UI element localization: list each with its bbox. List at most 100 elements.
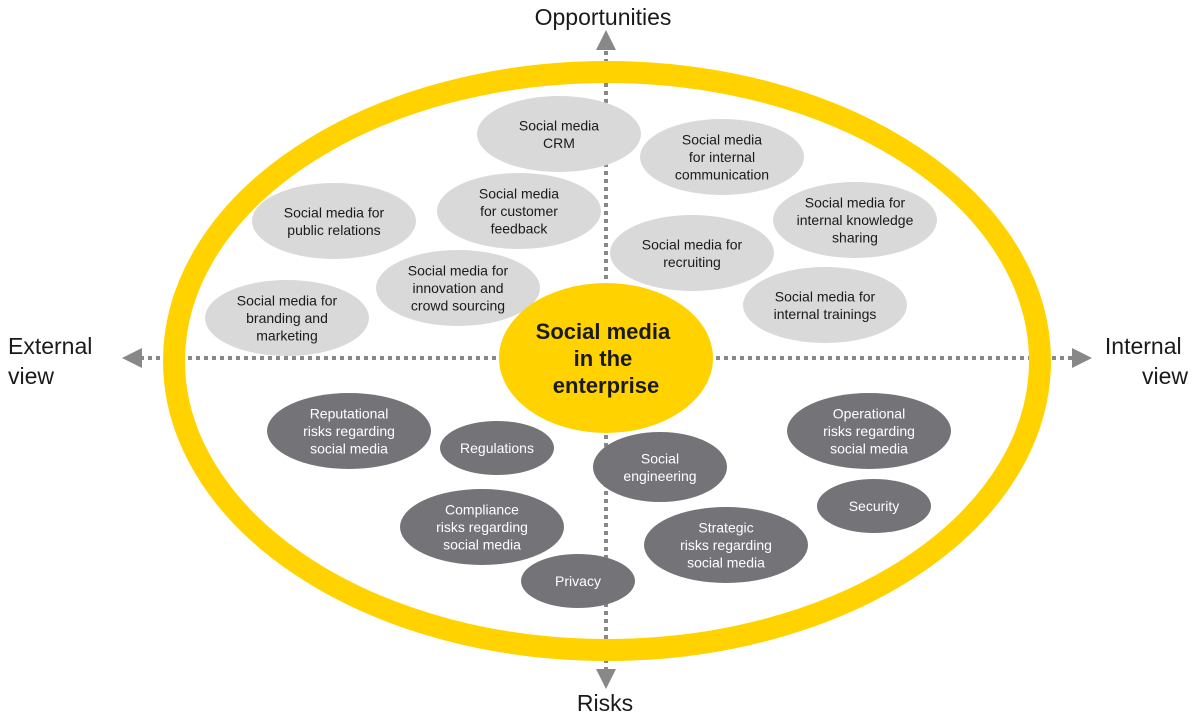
bubble-text: Security	[849, 498, 900, 514]
bubble-ellipse	[610, 215, 774, 291]
opportunity-bubble-recruiting: Social media for recruiting	[610, 215, 774, 291]
bubble-text-line: public relations	[287, 222, 380, 238]
opportunity-bubble-public-relations: Social media for public relations	[252, 183, 416, 259]
bubble-text-line: feedback	[491, 221, 549, 237]
bubble-text: Social media for recruiting	[642, 236, 743, 269]
bubble-text-line: Social media for	[775, 288, 876, 304]
bubble-text-line: internal trainings	[774, 306, 877, 322]
axis-label-external-line-1: External	[8, 333, 92, 359]
bubble-ellipse	[400, 489, 564, 565]
center-text: Social media in the enterprise	[536, 319, 677, 398]
bubble-text-line: branding and	[246, 310, 328, 326]
bubble-text: Social media for internal trainings	[774, 288, 877, 322]
bubble-text-line: risks regarding	[436, 519, 528, 535]
center-ellipse	[499, 283, 713, 433]
bubble-text: Regulations	[460, 440, 534, 456]
axis-label-opportunities: Opportunities	[535, 4, 672, 30]
bubble-text-line: social media	[443, 537, 521, 553]
bubble-ellipse	[817, 479, 931, 533]
bubble-ellipse	[477, 96, 641, 172]
center-text-line-1: Social media	[536, 319, 671, 344]
bubble-text-line: Reputational	[310, 406, 389, 422]
bubble-ellipse	[640, 119, 804, 195]
bubble-ellipse	[267, 393, 431, 469]
bubble-text-line: crowd sourcing	[411, 298, 505, 314]
bubble-text-line: Social media for	[642, 236, 743, 252]
bubble-text-line: sharing	[832, 230, 878, 246]
bubble-text-line: social media	[830, 441, 908, 457]
bubble-ellipse	[376, 250, 540, 326]
bubble-text-line: CRM	[543, 135, 575, 151]
bubble-ellipse	[773, 182, 937, 258]
axis-label-internal-view: Internal view	[1105, 333, 1188, 389]
bubble-ellipse	[437, 173, 601, 249]
bubble-text: Social media for public relations	[284, 204, 385, 238]
bubble-text-line: innovation and	[412, 280, 503, 296]
bubble-text-line: Compliance	[445, 502, 519, 518]
bubble-ellipse	[743, 267, 907, 343]
bubble-text-line: Social	[641, 450, 679, 466]
bubble-text-line: Social media	[519, 117, 599, 133]
axis-label-external-line-2: view	[8, 363, 54, 389]
bubble-text-line: Operational	[833, 406, 905, 422]
bubble-text-line: social media	[687, 555, 765, 571]
bubble-text-line: communication	[675, 167, 769, 183]
risk-bubble-regulations: Regulations	[440, 421, 554, 475]
enterprise-ring	[163, 61, 1051, 661]
bubble-text-line: Social media for	[805, 195, 906, 211]
risk-bubble-privacy: Privacy	[521, 554, 635, 608]
bubble-text-line: for internal	[689, 149, 755, 165]
axis-label-internal-line-2: view	[1142, 363, 1188, 389]
bubble-text-line: risks regarding	[823, 423, 915, 439]
bubble-text-line: Strategic	[698, 520, 753, 536]
bubble-text-line: for customer	[480, 203, 558, 219]
bubble-text-line: Security	[849, 498, 900, 514]
axis-label-internal-line-1: Internal	[1105, 333, 1182, 359]
bubble-text-line: Regulations	[460, 440, 534, 456]
bubble-ellipse	[644, 507, 808, 583]
bubble-text-line: Privacy	[555, 573, 601, 589]
bubble-text-line: Social media for	[408, 263, 509, 279]
bubble-text-line: Social media for	[284, 204, 385, 220]
opportunity-bubble-internal-trainings: Social media for internal trainings	[743, 267, 907, 343]
bubble-ellipse	[440, 421, 554, 475]
bubble-ellipse	[787, 393, 951, 469]
bubble-text-line: risks regarding	[680, 537, 772, 553]
axis-label-external-view: External view	[8, 333, 99, 389]
center-text-line-3: enterprise	[553, 373, 659, 398]
bubble-ellipse	[252, 183, 416, 259]
bubble-text-line: recruiting	[663, 254, 721, 270]
center-text-line-2: in the	[574, 346, 633, 371]
bubble-text-line: Social media	[682, 132, 762, 148]
bubble-text-line: marketing	[256, 328, 317, 344]
bubble-text-line: Social media for	[237, 293, 338, 309]
bubble-text-line: internal knowledge	[797, 212, 914, 228]
bubble-text-line: risks regarding	[303, 423, 395, 439]
bubble-ellipse	[205, 280, 369, 356]
risk-bubble-security: Security	[817, 479, 931, 533]
axis-label-risks: Risks	[577, 690, 633, 716]
bubble-text: Privacy	[555, 573, 601, 589]
